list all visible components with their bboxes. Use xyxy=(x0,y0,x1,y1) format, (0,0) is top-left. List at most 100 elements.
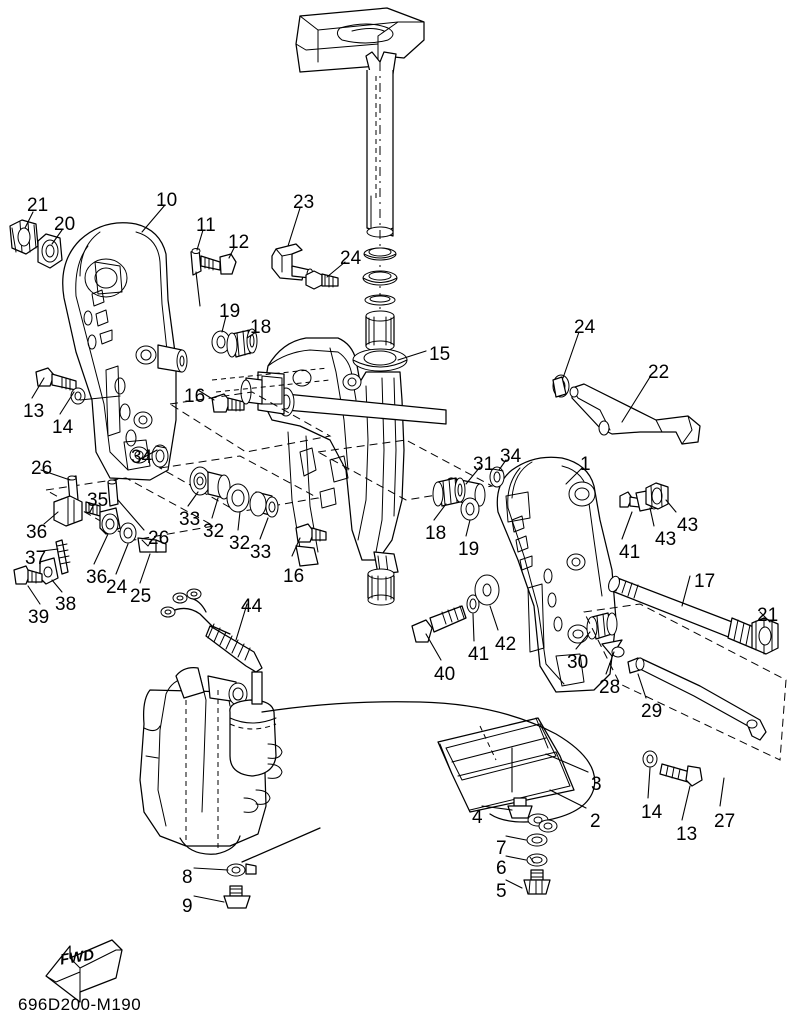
callout-number-18: 18 xyxy=(250,317,272,338)
callout-number-26: 26 xyxy=(31,458,53,479)
callout-number-36: 36 xyxy=(26,522,48,543)
steering-handle-assembly xyxy=(295,7,425,330)
bushing-18-right xyxy=(432,477,466,507)
callout-number-1: 1 xyxy=(580,454,591,475)
callout-number-14: 14 xyxy=(641,802,663,823)
callout-number-31: 31 xyxy=(473,454,495,475)
callout-number-30: 30 xyxy=(567,652,589,673)
hose-44 xyxy=(160,588,263,673)
callout-number-24: 24 xyxy=(106,577,128,598)
bolt-9 xyxy=(223,885,251,909)
washer-19-right xyxy=(460,497,480,521)
washer-14-lower xyxy=(642,750,658,768)
callout-number-34: 34 xyxy=(131,447,153,468)
part-28 xyxy=(601,639,625,658)
washer-14-left xyxy=(70,387,86,405)
callout-number-37: 37 xyxy=(25,548,47,569)
washer-7 xyxy=(526,833,548,847)
callout-number-40: 40 xyxy=(434,664,456,685)
callout-number-24: 24 xyxy=(340,248,362,269)
callout-number-32: 32 xyxy=(229,533,251,554)
callout-number-35: 35 xyxy=(87,490,109,511)
washer-pair-mid-lower xyxy=(527,813,558,833)
nut-21-left xyxy=(9,219,39,255)
callout-number-25: 25 xyxy=(130,586,152,607)
callout-number-4: 4 xyxy=(472,807,483,828)
bolt-16-center xyxy=(291,523,327,557)
callout-number-10: 10 xyxy=(156,190,178,211)
bolt-13-lower xyxy=(659,763,703,787)
callout-number-33: 33 xyxy=(250,542,272,563)
callout-number-3: 3 xyxy=(591,774,602,795)
callout-number-7: 7 xyxy=(496,838,507,859)
washer-6 xyxy=(526,853,548,867)
callout-number-41: 41 xyxy=(619,542,641,563)
callout-number-16: 16 xyxy=(184,386,206,407)
callout-number-13: 13 xyxy=(676,824,698,845)
fastener-4 xyxy=(507,797,533,819)
callout-number-42: 42 xyxy=(495,634,517,655)
ring-34-right xyxy=(489,466,505,488)
callout-number-34: 34 xyxy=(500,446,522,467)
washer-8 xyxy=(226,863,257,877)
bolt-12 xyxy=(200,253,237,275)
shaft-bushing-stack xyxy=(362,247,398,352)
bushing-stack-33-32 xyxy=(189,466,279,518)
callout-number-43: 43 xyxy=(677,515,699,536)
callout-number-20: 20 xyxy=(54,214,76,235)
power-unit-lower-left xyxy=(139,667,283,855)
bushing-24-right xyxy=(552,374,570,398)
callout-number-13: 13 xyxy=(23,401,45,422)
bolt-40 xyxy=(411,605,467,643)
pin-11 xyxy=(190,248,202,307)
callout-number-29: 29 xyxy=(641,701,663,722)
callout-number-22: 22 xyxy=(648,362,670,383)
callout-number-41: 41 xyxy=(468,644,490,665)
callout-number-32: 32 xyxy=(203,521,225,542)
callout-number-19: 19 xyxy=(458,539,480,560)
callout-number-14: 14 xyxy=(52,417,74,438)
diagram-part-number: 696D200-M190 xyxy=(18,995,142,1014)
callout-number-11: 11 xyxy=(196,215,216,236)
callout-number-19: 19 xyxy=(219,301,241,322)
callout-number-5: 5 xyxy=(496,881,507,902)
callout-number-39: 39 xyxy=(28,607,50,628)
fwd-arrow-icon xyxy=(45,939,123,1003)
ring-34-left xyxy=(151,444,169,468)
callout-number-18: 18 xyxy=(425,523,447,544)
callout-number-33: 33 xyxy=(179,509,201,530)
callout-number-27: 27 xyxy=(714,811,736,832)
part-29 xyxy=(627,657,767,741)
callout-number-38: 38 xyxy=(55,594,77,615)
bushing-30 xyxy=(586,612,618,640)
callout-number-36: 36 xyxy=(86,567,108,588)
nut-43b xyxy=(645,482,669,510)
bolt-16-left xyxy=(211,393,245,413)
callout-number-12: 12 xyxy=(228,232,250,253)
bolt-24-top xyxy=(305,270,339,290)
swivel-bracket-15 xyxy=(240,337,447,606)
shaft-17 xyxy=(608,575,757,649)
nut-5 xyxy=(523,869,551,895)
bolt-13-left xyxy=(35,367,77,391)
small-parts-cluster xyxy=(13,475,167,585)
callout-number-43: 43 xyxy=(655,529,677,550)
callout-number-24: 24 xyxy=(574,317,596,338)
callout-number-2: 2 xyxy=(590,811,601,832)
bushing-20 xyxy=(37,233,63,269)
callout-number-15: 15 xyxy=(429,344,451,365)
tilt-lever-22 xyxy=(569,383,701,445)
callout-number-26: 26 xyxy=(148,528,170,549)
callout-number-21: 21 xyxy=(27,195,49,216)
clamp-bracket-1 xyxy=(496,456,617,693)
callout-number-8: 8 xyxy=(182,867,193,888)
callout-number-16: 16 xyxy=(283,566,305,587)
washer-41-mid xyxy=(466,594,480,614)
callout-number-23: 23 xyxy=(293,192,315,213)
nut-21-right xyxy=(751,617,779,655)
clamp-bracket-10 xyxy=(62,222,188,481)
leader-lines xyxy=(24,204,771,903)
callout-number-9: 9 xyxy=(182,896,193,917)
